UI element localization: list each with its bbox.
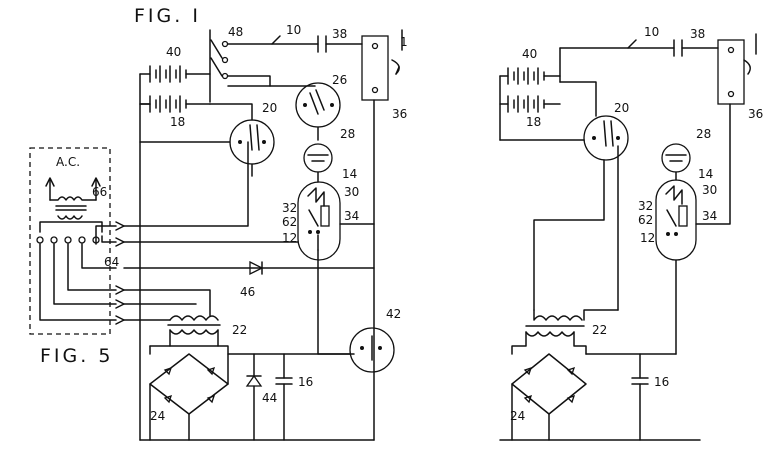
capacitor-16-fig2 [631,353,649,441]
fig2-ref-40: 40 [522,47,537,61]
ref-28: 28 [340,127,355,141]
switch-36-fig2 [717,33,757,105]
fig2-circuit [499,33,757,441]
fig2-ref-14: 14 [698,167,713,181]
fig2-ref-22: 22 [592,323,607,337]
ref-12: 12 [282,231,297,245]
ref-30: 30 [344,185,359,199]
fig1-circuit [29,29,403,441]
relay-14-fig2 [655,103,731,355]
diode-46 [249,260,264,276]
ref-20: 20 [262,101,277,115]
ref-34: 34 [344,209,359,223]
ac-label: A.C. [56,155,80,169]
ref-22: 22 [232,323,247,337]
ref-26: 26 [332,73,347,87]
ref-14: 14 [342,167,357,181]
ref-38: 38 [332,27,347,41]
relay-42 [317,249,395,373]
ref-32: 32 [282,201,297,215]
tube-20 [139,103,275,177]
ref-44: 44 [262,391,277,405]
lamp-28 [303,143,333,183]
transformer-22-fig2 [511,309,619,355]
diode-44 [245,353,263,441]
battery-18-fig2 [499,95,561,113]
ref-48: 48 [228,25,243,39]
ref-10: 10 [286,23,301,37]
fig2-ref-18: 18 [526,115,541,129]
ref-24: 24 [150,409,165,423]
fig2-ref-34: 34 [702,209,717,223]
lamp-28-fig2 [661,143,691,181]
fig2-ref-20: 20 [614,101,629,115]
fig2-ref-30: 30 [702,183,717,197]
ref-42: 42 [386,307,401,321]
fig2-ref-28: 28 [696,127,711,141]
fig5-ac-box [29,147,117,335]
ref-64: 64 [104,255,119,269]
bridge-rectifier-24 [149,353,355,441]
fig2-ref-62: 62 [638,213,653,227]
ref-66: 66 [92,185,107,199]
fig2-ref-12: 12 [640,231,655,245]
ref-36: 36 [392,107,407,121]
fig2-ref-38: 38 [690,27,705,41]
switch-36 [361,29,403,101]
fig2-ref-10: 10 [644,25,659,39]
relay-14 [297,181,341,261]
ref-46: 46 [240,285,255,299]
ref-40: 40 [166,45,181,59]
bridge-rectifier-24-fig2 [511,353,677,441]
fig5-title: FIG. 5 [40,345,113,367]
ref-1: 1 [400,35,408,49]
ref-62: 62 [282,215,297,229]
tube-26 [295,82,341,141]
capacitor-16 [275,353,293,441]
battery-40-fig2 [499,67,561,85]
tube-20-fig2 [499,115,629,311]
fig2-ref-24: 24 [510,409,525,423]
transformer-22 [149,315,229,355]
fig2-ref-16: 16 [654,375,669,389]
fig1-title: FIG. I [134,5,201,27]
ref-16: 16 [298,375,313,389]
battery-40 [139,65,211,83]
fig2-ref-32: 32 [638,199,653,213]
fig2-ref-36: 36 [748,107,763,121]
ref-18: 18 [170,115,185,129]
